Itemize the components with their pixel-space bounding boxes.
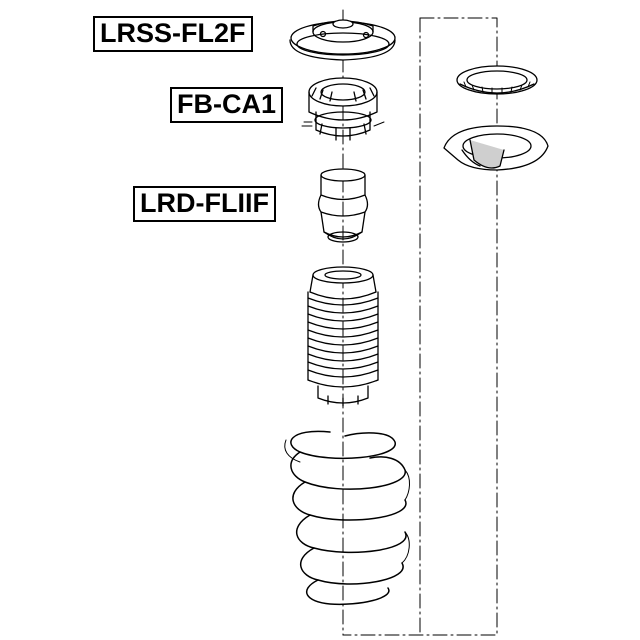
bearing-ring-drawing xyxy=(456,65,538,95)
spring-seat-drawing xyxy=(443,125,549,171)
part-label-strut-mount[interactable]: LRSS-FL2F xyxy=(93,16,253,52)
bump-stop-drawing xyxy=(317,168,369,243)
dust-boot-drawing xyxy=(307,266,379,407)
part-label-bump-stop[interactable]: LRD-FLIIF xyxy=(133,186,276,222)
strut-bearing-drawing xyxy=(301,77,385,141)
coil-spring-drawing xyxy=(284,430,410,606)
strut-mount-drawing xyxy=(289,19,396,61)
part-label-strut-bearing[interactable]: FB-CA1 xyxy=(170,87,283,123)
alternate-parts-bracket xyxy=(342,17,498,636)
